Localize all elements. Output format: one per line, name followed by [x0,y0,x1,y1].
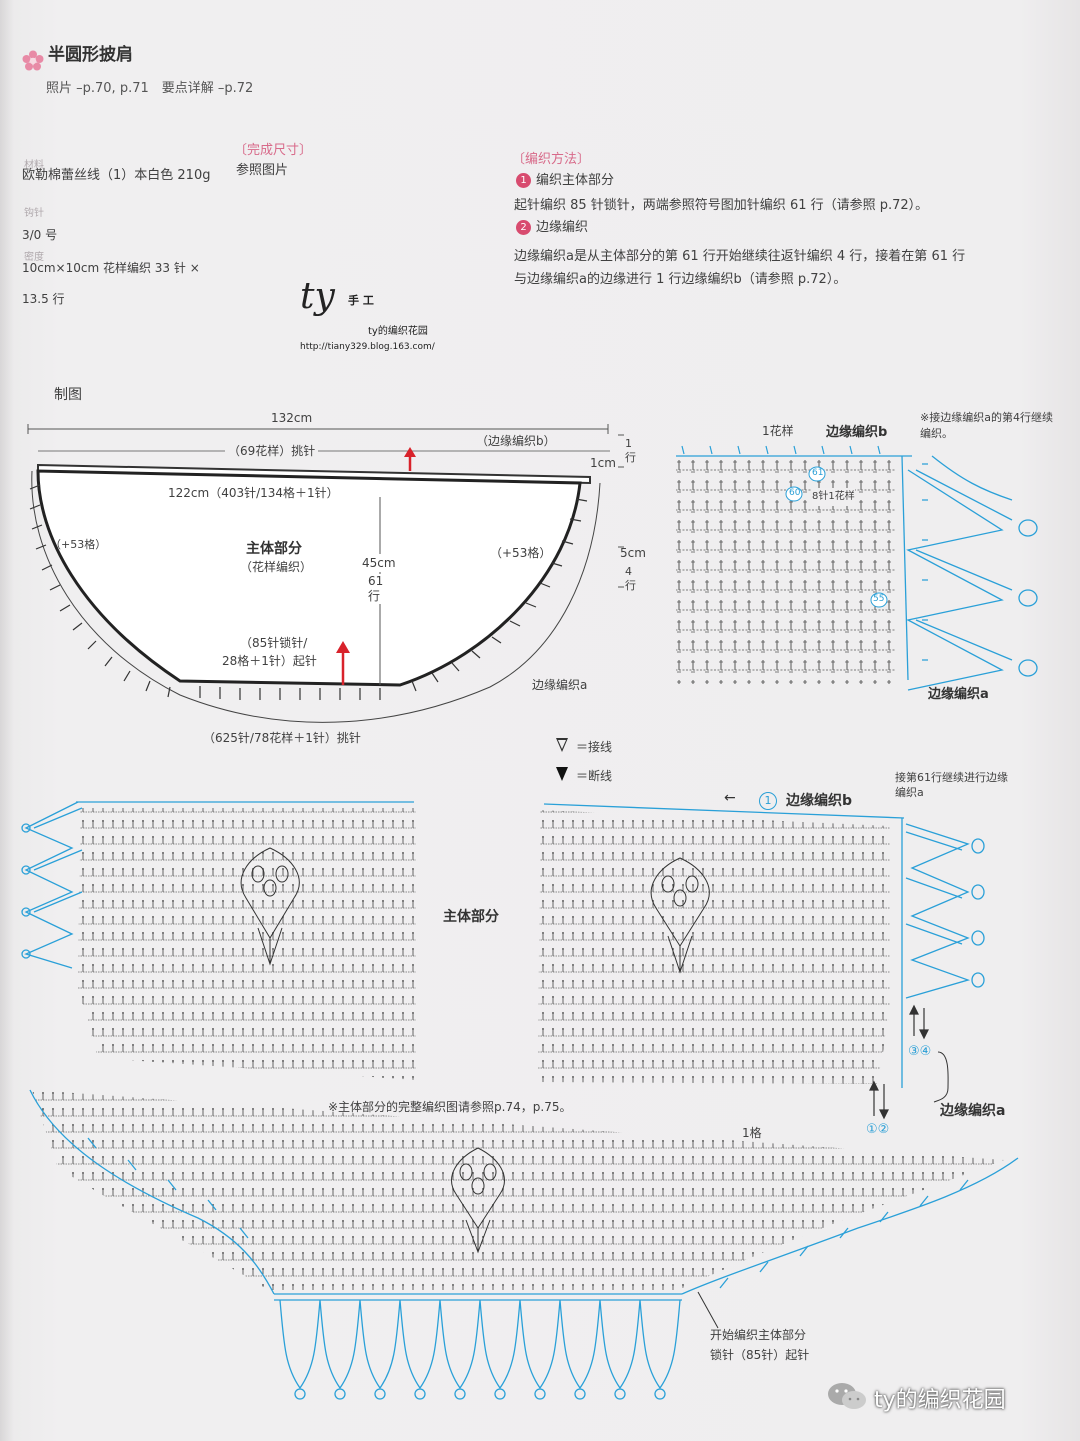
footer-brand: ty的编织花园 [874,1388,1006,1413]
watermark-url: http://tiany329.blog.163.com/ [300,342,435,352]
four-rows-label: 4 行 [625,565,636,592]
wechat-icon [826,1380,868,1414]
chart-ref-note: ※主体部分的完整编织图请参照p.74，p.75。 [328,1100,572,1114]
swatch-stitch-note: 8针1花样 [812,488,855,506]
legend-cut: ＝断线 [576,769,613,783]
flower-icon [22,50,44,72]
chart-main-label: 主体部分 [443,909,499,925]
swatch-edge-a: 边缘编织a [928,687,989,702]
gauge-value-1: 10cm×10cm 花样编织 33 针 × [22,261,200,275]
edge-b-label: （边缘编织b） [476,434,556,448]
one-cm-label: 1cm [590,456,616,470]
width-total: 132cm [268,409,316,427]
diagram-heading: 制图 [54,387,82,403]
inner-width-label: 122cm（403针/134格＋1针） [165,484,342,502]
needle-value: 3/0 号 [22,228,58,242]
chart-arrows-12: ①② [866,1122,890,1137]
step2-title: 边缘编织 [536,220,589,235]
one-row-label: 1 行 [625,437,636,464]
bottom-pickup-label: （625针/78花样＋1针）挑针 [200,729,364,747]
watermark-logo-sub: 手 工 [348,294,374,307]
chart-start-note-2: 锁针（85针）起针 [710,1348,810,1362]
cut-thread-icon [556,767,568,781]
page-title: 半圆形披肩 [48,45,133,65]
start-chain-label-1: （85针锁针/ [240,636,308,650]
main-stitch-chart [21,801,1019,1400]
materials-value: 欧勒棉蕾丝线（1）本白色 210g [22,168,211,183]
five-cm-label: 5cm [620,546,646,560]
swatch-row-55: 55 [873,594,885,604]
chart-edge-b-label: 边缘编织b [786,793,853,809]
legend-join: ＝接线 [576,740,613,754]
chart-one-cell: 1格 [742,1126,762,1140]
watermark-logo: ty [300,276,335,317]
method-heading: 〔编织方法〕 [512,152,591,167]
right-increase-label: （+53格） [490,546,552,560]
watermark-blog-name: ty的编织花园 [368,326,428,337]
size-value: 参照图片 [236,163,289,178]
step1-badge: 1 [516,173,531,188]
edging-swatch-chart [676,445,1038,691]
chart-edge-b-arrow: ← [724,790,736,806]
schematic-diagram [27,424,624,723]
start-chain-label-2: 28格＋1针）起针 [222,654,317,668]
needle-label: 钩针 [24,208,44,219]
main-body-title: 主体部分 [246,541,302,557]
gauge-label: 密度 [24,252,44,263]
top-pickup-label: （69花样）挑针 [225,442,319,460]
step1-title: 编织主体部分 [536,173,615,188]
swatch-note: ※接边缘编织a的第4行继续编织。 [920,411,1053,440]
chart-start-note-1: 开始编织主体部分 [710,1328,807,1342]
chart-arrows-34: ③④ [908,1044,932,1059]
main-body-subtitle: （花样编织） [240,560,313,574]
step2-badge: 2 [516,220,531,235]
swatch-one-motif: 1花样 [762,424,794,438]
swatch-edge-b: 边缘编织b [826,425,888,440]
gauge-value-2: 13.5 行 [22,292,65,306]
chart-edge-a-label: 边缘编织a [940,1103,1006,1119]
step2-text-1: 边缘编织a是从主体部分的第 61 行开始继续往返针编织 4 行，接着在第 61 … [514,249,966,264]
step1-text: 起针编织 85 针锁针，两端参照符号图加针编织 61 行（请参照 p.72）。 [514,198,929,213]
edge-a-label: 边缘编织a [532,678,588,692]
size-heading: 〔完成尺寸〕 [234,143,313,158]
left-increase-label: （+53格） [50,538,107,551]
join-thread-icon [556,738,568,752]
chart-note-right: 接第61行继续进行边缘编织a [895,771,1008,799]
step2-text-2: 与边缘编织a的边缘进行 1 行边缘编织b（请参照 p.72）。 [514,272,847,287]
page-references: 照片 –p.70, p.71 要点详解 –p.72 [46,81,254,96]
materials-label: 材料 [24,160,44,171]
swatch-row-60: 60 [789,488,801,498]
height-rows-label: 61 行 [368,574,384,604]
swatch-row-61: 61 [812,468,824,478]
chart-edge-b-number: 1 [759,792,777,810]
height-cm-label: 45cm [362,554,396,572]
